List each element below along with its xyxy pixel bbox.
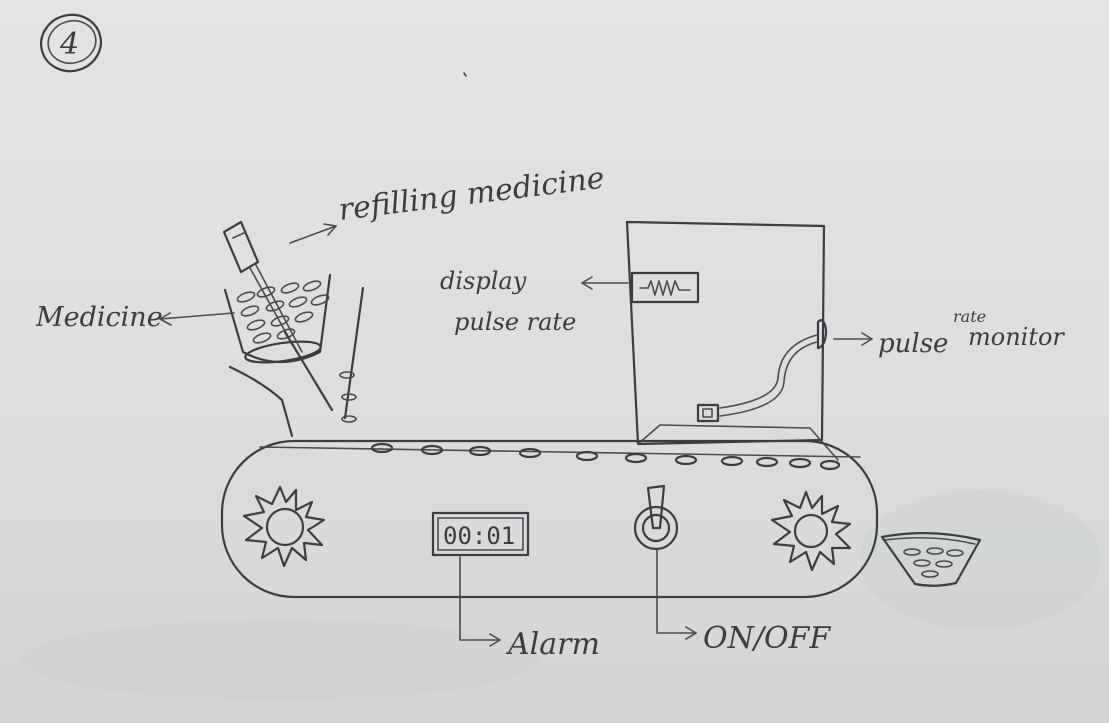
- pulse-sensor: [696, 319, 828, 423]
- medicine-label: Medicine: [35, 302, 163, 333]
- medicine-container: [222, 220, 365, 420]
- rate-label: rate: [953, 307, 986, 326]
- falling-pills: [339, 371, 357, 423]
- support-arm: [228, 365, 294, 438]
- page-number-label: 4: [59, 27, 79, 62]
- display-annotation: display pulse rate: [440, 267, 629, 336]
- power-switch[interactable]: [633, 484, 679, 551]
- pills-on-belt: [370, 442, 841, 471]
- onoff-annotation: ON/OFF: [656, 549, 831, 656]
- display-label: display: [440, 267, 527, 295]
- collection-basket: [880, 532, 982, 587]
- alarm-label: Alarm: [505, 627, 600, 662]
- pulse-display: [630, 271, 700, 304]
- alarm-annotation: Alarm: [459, 556, 600, 662]
- pencil-mark: [463, 72, 467, 77]
- timer-readout: 00:01: [443, 522, 515, 550]
- pulse-rate-label: pulse rate: [454, 308, 576, 336]
- page-number: 4: [40, 13, 102, 73]
- refilling-label: refilling medicine: [337, 161, 607, 228]
- refill-syringe: [222, 220, 334, 412]
- medicine-annotation: Medicine: [35, 302, 235, 333]
- monitor-label: monitor: [968, 323, 1065, 351]
- right-gear-icon: [770, 490, 852, 572]
- left-gear-icon: [242, 485, 326, 568]
- pulse-label: pulse: [878, 329, 948, 359]
- pulse-monitor-box: [625, 220, 839, 461]
- refilling-annotation: refilling medicine: [289, 161, 607, 244]
- paper-shadow: [20, 620, 540, 700]
- conveyor-belt: 00:01: [220, 439, 879, 599]
- onoff-label: ON/OFF: [703, 621, 831, 656]
- pulse-monitor-annotation: pulse rate monitor: [833, 307, 1065, 359]
- pills-in-container: [236, 280, 330, 344]
- alarm-timer: 00:01: [431, 511, 530, 557]
- chute-wall: [343, 286, 365, 420]
- paper-shadow: [860, 490, 1100, 630]
